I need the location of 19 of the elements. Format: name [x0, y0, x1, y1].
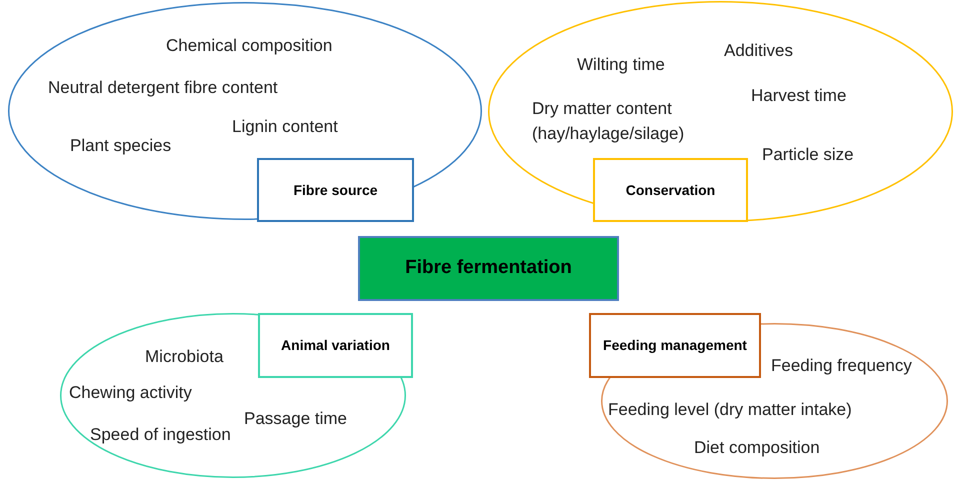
category-box: Feeding management — [589, 313, 761, 378]
factor-label: Additives — [724, 40, 793, 62]
factor-label: Harvest time — [751, 85, 846, 107]
factor-label: Plant species — [70, 135, 172, 157]
ellipse — [60, 313, 406, 478]
factor-label: Neutral detergent fibre content — [48, 77, 278, 99]
central-box: Fibre fermentation — [358, 236, 619, 301]
factor-label: Particle size — [762, 144, 854, 166]
factor-label: Chewing activity — [69, 382, 192, 404]
factor-label: Dry matter content (hay/haylage/silage) — [532, 98, 686, 145]
factor-label: Feeding level (dry matter intake) — [608, 399, 852, 421]
factor-label: Lignin content — [232, 116, 338, 138]
factor-label: Diet composition — [694, 437, 820, 459]
factor-label: Passage time — [244, 408, 347, 430]
factor-label: Feeding frequency — [771, 355, 912, 377]
factor-label: Speed of ingestion — [90, 424, 231, 446]
factor-label: Wilting time — [577, 54, 665, 76]
factor-label: Microbiota — [145, 346, 224, 368]
factor-label: Chemical composition — [166, 35, 332, 57]
